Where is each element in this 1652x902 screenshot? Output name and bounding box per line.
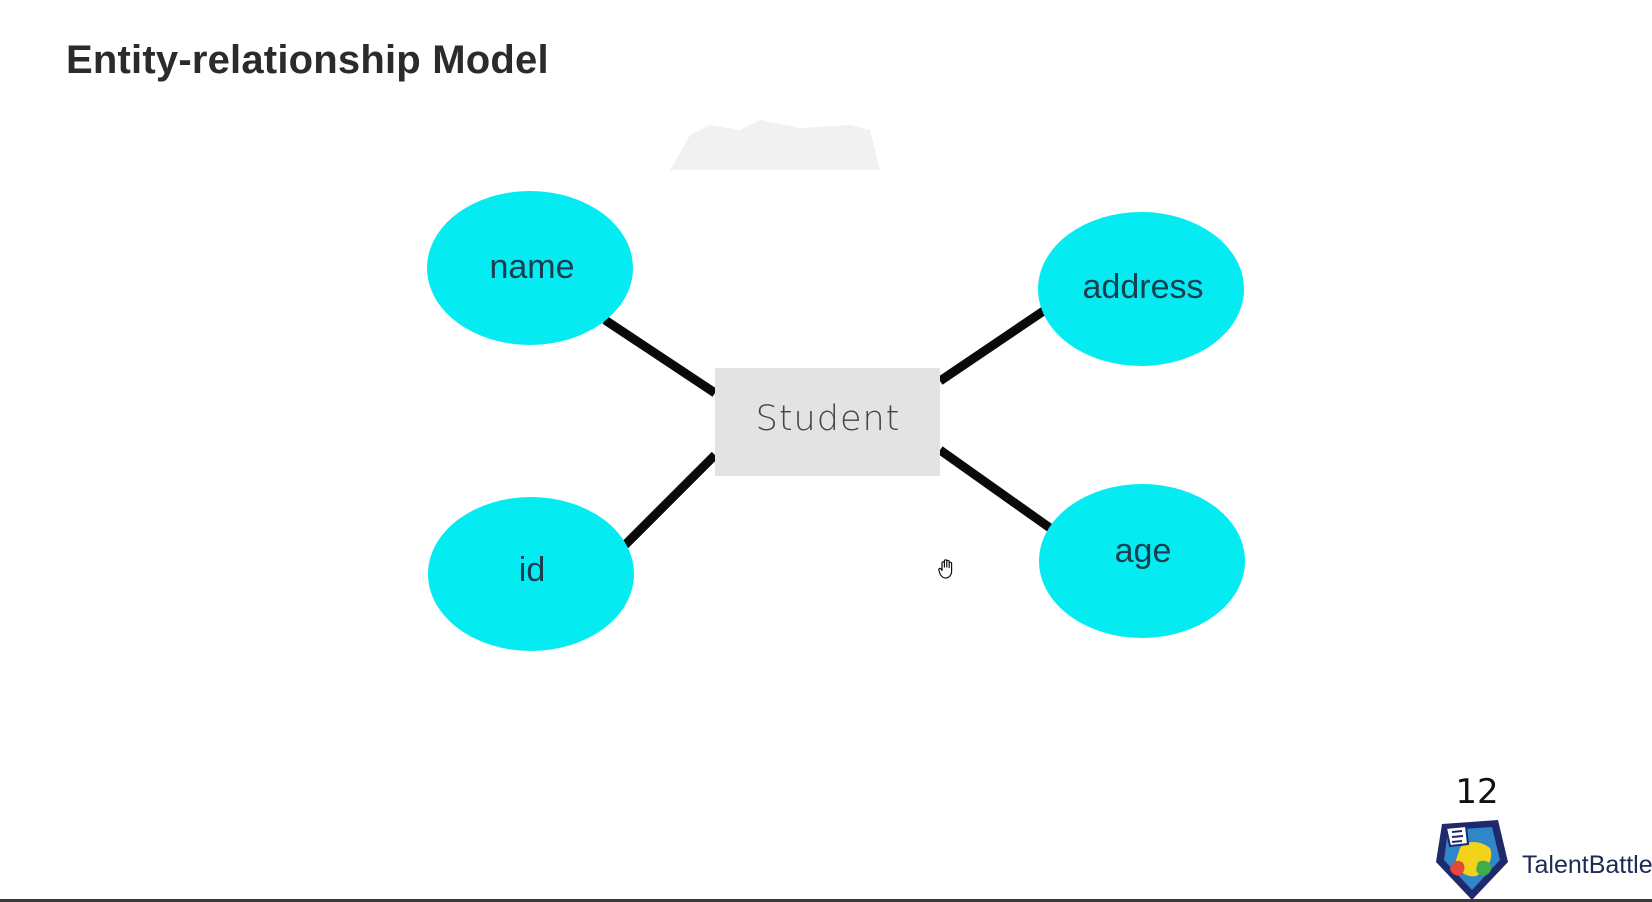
entity-label: Student [756, 399, 901, 439]
attribute-ellipse [428, 497, 634, 651]
attribute-label: address [1083, 268, 1204, 306]
connector-id [621, 451, 719, 549]
attribute-label: name [489, 248, 574, 286]
connector-address [937, 306, 1048, 385]
connector-name [602, 316, 718, 397]
attribute-address[interactable]: address [1038, 212, 1244, 366]
slide-title: Entity-relationship Model [66, 38, 549, 82]
attribute-ellipse [1039, 484, 1245, 638]
attribute-label: age [1115, 532, 1172, 570]
attribute-name[interactable]: name [427, 191, 633, 345]
attribute-ellipse [427, 191, 633, 345]
brand: TalentBattle [1432, 818, 1652, 902]
connector-age [937, 446, 1053, 532]
attribute-age[interactable]: age [1039, 484, 1245, 638]
attribute-ellipse [1038, 212, 1244, 366]
ghost-artwork [670, 120, 880, 170]
attribute-label: id [519, 551, 545, 589]
brand-name: TalentBattle [1522, 851, 1652, 879]
entity-box [715, 368, 940, 476]
entity-student[interactable]: Student [715, 368, 940, 476]
bottom-rule [0, 899, 1652, 902]
hand-grab-icon [938, 559, 953, 579]
page-number: 12 [1455, 772, 1499, 812]
attribute-id[interactable]: id [428, 497, 634, 651]
talentbattle-logo-icon [1436, 820, 1508, 900]
